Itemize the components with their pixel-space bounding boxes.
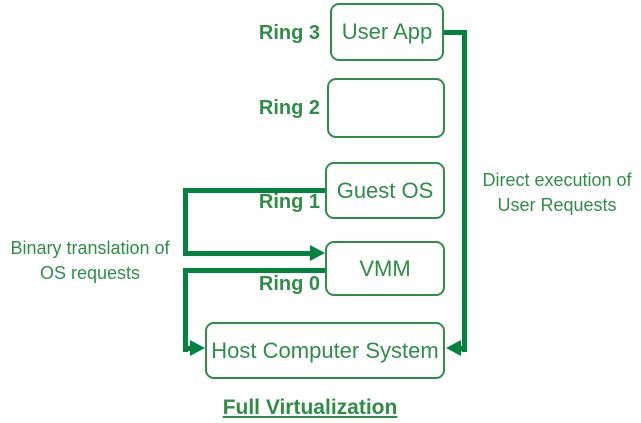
ring1-label: Ring 1 [258,191,320,213]
vmm-box-label: VMM [359,255,411,281]
ring0-label: Ring 0 [258,273,320,295]
vmm-connector-horizontal [183,251,312,256]
arrowhead-into-host-left-icon [190,340,205,356]
host-right-connector-horizontal [458,346,467,351]
vmm-exit-connector-horizontal [183,268,325,273]
vmm-to-host-connector-vertical [183,268,188,352]
binary-translation-annotation-line2: OS requests [39,263,141,283]
user-app-box: User App [330,3,444,61]
host-left-connector-horizontal [183,346,193,351]
direct-execution-annotation-line2: User Requests [497,195,617,215]
ring2-empty-box [327,78,445,138]
direct-execution-annotation: Direct execution of User Requests [471,168,641,218]
user-app-exit-connector-horizontal [444,30,467,35]
diagram-title: Full Virtualization [222,396,398,419]
guest-os-box-label: Guest OS [336,177,434,203]
user-app-to-host-connector-vertical [462,30,467,352]
guest-os-connector-horizontal [183,188,325,193]
direct-execution-annotation-line1: Direct execution of [482,170,632,190]
host-computer-system-box-label: Host Computer System [211,337,439,363]
binary-translation-annotation: Binary translation of OS requests [4,236,176,286]
ring3-label: Ring 3 [258,22,320,44]
host-computer-system-box: Host Computer System [205,322,445,379]
ring2-label: Ring 2 [258,97,320,119]
vmm-box: VMM [325,241,445,296]
guest-os-connector-vertical [183,188,188,256]
arrowhead-into-vmm-icon [310,245,325,261]
arrowhead-into-host-right-icon [446,340,461,356]
guest-os-box: Guest OS [325,162,445,219]
binary-translation-annotation-line1: Binary translation of [10,238,170,258]
user-app-box-label: User App [341,19,433,44]
